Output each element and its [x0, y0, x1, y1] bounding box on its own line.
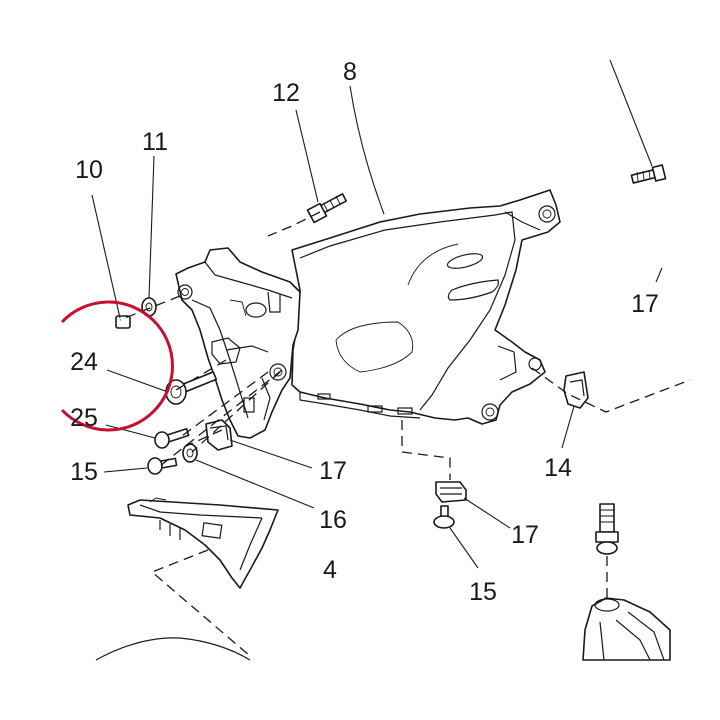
callout-24: 24	[70, 348, 98, 376]
leader-16	[195, 459, 315, 509]
clip-17-center	[435, 481, 467, 503]
bolt-bottom-right	[595, 503, 619, 555]
callout-17-right: 17	[631, 290, 659, 318]
screw-25	[154, 427, 190, 449]
callout-8: 8	[343, 58, 357, 86]
screw-15-left	[147, 457, 178, 475]
callout-17-left: 17	[319, 457, 347, 485]
bolt-12	[306, 193, 348, 224]
clip-17-left	[205, 419, 233, 451]
lower-cover-panel	[127, 497, 279, 589]
callout-17-center: 17	[511, 521, 539, 549]
spacer-10	[115, 315, 131, 329]
callout-15-center: 15	[469, 578, 497, 606]
callout-14: 14	[544, 454, 572, 482]
callout-16: 16	[319, 506, 347, 534]
leader-12	[295, 109, 319, 203]
screw-15-center	[433, 505, 455, 529]
leader-10	[91, 194, 121, 319]
washer-16	[182, 443, 198, 463]
screw-24	[165, 371, 218, 405]
leader-15-center	[449, 527, 479, 569]
leader-top-right	[609, 59, 653, 167]
highlight-circle-24	[60, 300, 174, 432]
main-bracket	[291, 189, 561, 425]
bolt-top-right	[630, 164, 667, 184]
leader-8	[349, 85, 385, 215]
leader-25	[105, 424, 156, 439]
leader-15-left	[103, 467, 148, 473]
leader-17-left	[229, 439, 313, 469]
callout-10: 10	[75, 156, 103, 184]
left-frame-arm	[175, 247, 301, 439]
leader-14	[561, 405, 575, 449]
assembly-lines	[119, 211, 691, 657]
leader-11	[148, 155, 155, 299]
leader-24	[106, 369, 169, 393]
leader-17-right	[655, 267, 663, 283]
callout-11: 11	[142, 128, 168, 156]
lower-right-mount	[582, 597, 671, 661]
callout-25: 25	[70, 404, 98, 432]
callout-12: 12	[272, 79, 300, 107]
leader-17-center	[463, 497, 511, 529]
clip-14	[563, 371, 589, 409]
lower-fairing-outline	[95, 637, 251, 661]
callout-4: 4	[323, 556, 337, 584]
callout-15-left: 15	[70, 458, 98, 486]
